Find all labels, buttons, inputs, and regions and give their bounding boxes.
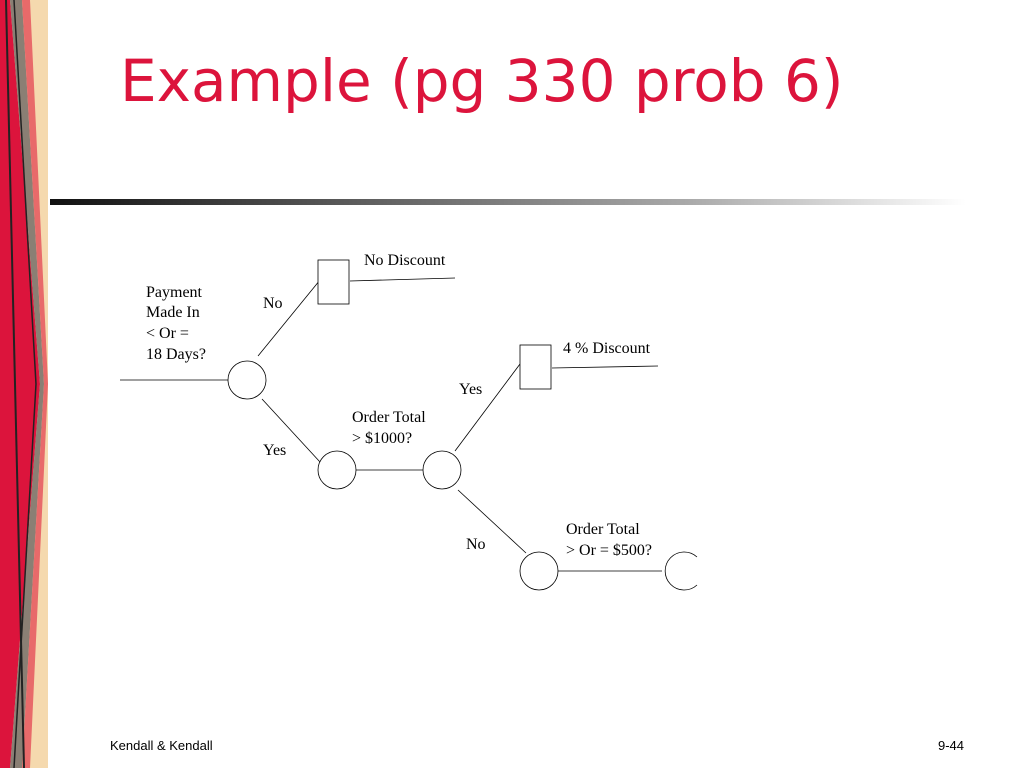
footer-author: Kendall & Kendall <box>110 738 213 753</box>
action-node-four-percent <box>519 344 552 390</box>
edge-order-yes <box>454 363 521 452</box>
edge-order-no <box>457 489 527 554</box>
action-label-no-discount: No Discount <box>364 252 446 269</box>
slide-title: Example (pg 330 prob 6) <box>120 47 844 115</box>
condition-payment-line-3: < Or = <box>146 325 189 342</box>
decision-node-order-1000 <box>317 450 357 490</box>
decision-node-order-500 <box>519 551 559 591</box>
action-line-no-discount <box>349 277 456 282</box>
condition-order-1000-line-2: > $1000? <box>352 430 412 447</box>
condition-order-500-line-2: > Or = $500? <box>566 542 652 559</box>
decision-node-order-1000-b <box>422 450 462 490</box>
edge-payment-no <box>257 279 321 357</box>
branch-label-payment-yes: Yes <box>263 442 286 459</box>
condition-payment-line-2: Made In <box>146 304 200 321</box>
condition-order-500-line-1: Order Total <box>566 521 640 538</box>
condition-payment-line-4: 18 Days? <box>146 346 206 363</box>
decorative-left-border <box>0 0 48 768</box>
edge-payment-yes <box>261 398 321 463</box>
action-label-four-percent: 4 % Discount <box>563 340 651 357</box>
condition-order-1000-line-1: Order Total <box>352 409 426 426</box>
condition-payment-line-1: Payment <box>146 284 203 301</box>
footer-slide-number: 9-44 <box>937 738 964 753</box>
action-line-four-percent <box>551 365 659 369</box>
branch-label-payment-no: No <box>263 295 283 312</box>
action-node-no-discount <box>317 259 350 305</box>
branch-label-order-no: No <box>466 536 486 553</box>
decision-node-partial <box>664 551 698 591</box>
branch-label-order-yes: Yes <box>459 381 482 398</box>
decision-node-payment <box>227 360 267 400</box>
title-divider <box>50 199 966 205</box>
